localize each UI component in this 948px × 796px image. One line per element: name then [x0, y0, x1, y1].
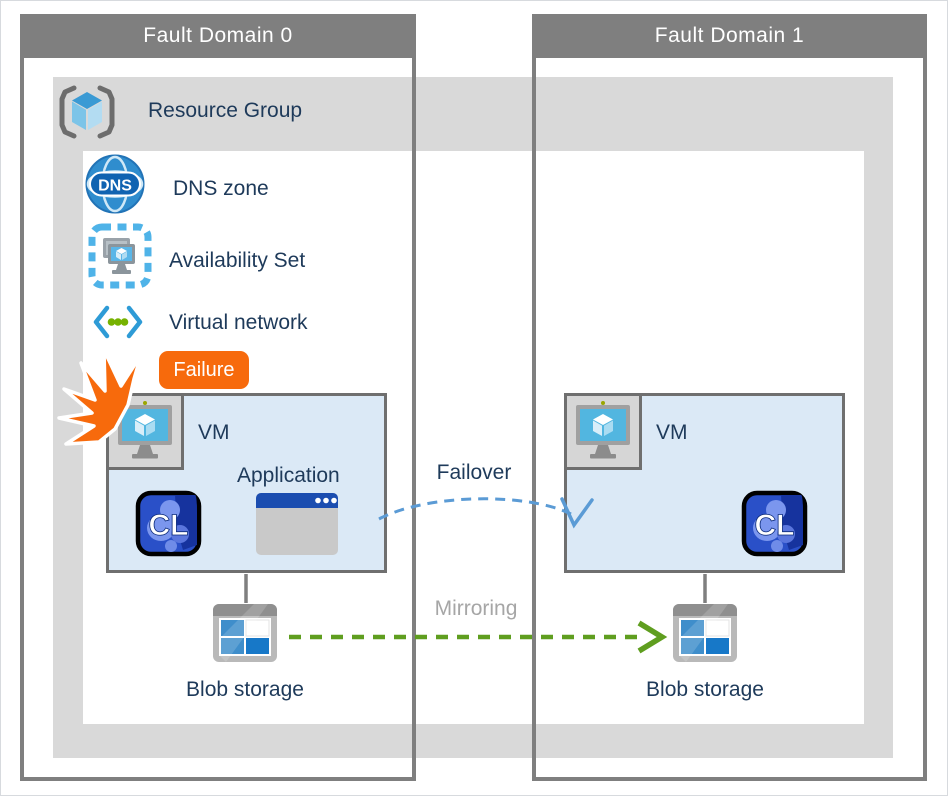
- cl-badge-text-1: CL: [755, 509, 795, 542]
- dns-globe-icon: DNS: [85, 154, 145, 214]
- failure-badge: Failure: [159, 351, 249, 389]
- mirroring-label: Mirroring: [434, 597, 518, 620]
- virtual-network-label: Virtual network: [169, 311, 308, 334]
- failover-label: Failover: [436, 461, 512, 484]
- resource-group-icon: [56, 85, 118, 139]
- fault-domain-1-header: Fault Domain 1: [532, 14, 927, 58]
- cl-badge-text-0: CL: [149, 509, 189, 542]
- vm-label-1: VM: [656, 421, 688, 444]
- vm-icon-1: [564, 393, 642, 470]
- blob-storage-icon-0: [212, 603, 278, 663]
- fault-domain-0-title: Fault Domain 0: [143, 24, 293, 47]
- blob-storage-icon-1: [672, 603, 738, 663]
- vm-label-0: VM: [198, 421, 230, 444]
- blob-storage-label-1: Blob storage: [646, 678, 764, 701]
- dns-icon-text: DNS: [98, 178, 132, 195]
- fault-domain-1-title: Fault Domain 1: [654, 24, 805, 47]
- resource-group-label: Resource Group: [148, 99, 303, 122]
- availability-set-icon: [87, 222, 153, 290]
- virtual-network-icon: [91, 303, 145, 341]
- application-label: Application: [237, 464, 340, 487]
- dns-zone-label: DNS zone: [173, 177, 269, 200]
- availability-set-label: Availability Set: [169, 249, 306, 272]
- cluster-cl-icon-1: CL: [741, 490, 808, 557]
- fault-domain-0-header: Fault Domain 0: [20, 14, 416, 58]
- vm-icon-0: [106, 393, 184, 470]
- application-window-icon: [255, 492, 339, 556]
- blob-storage-label-0: Blob storage: [186, 678, 304, 701]
- cluster-cl-icon-0: CL: [135, 490, 202, 557]
- failure-label: Failure: [173, 358, 235, 381]
